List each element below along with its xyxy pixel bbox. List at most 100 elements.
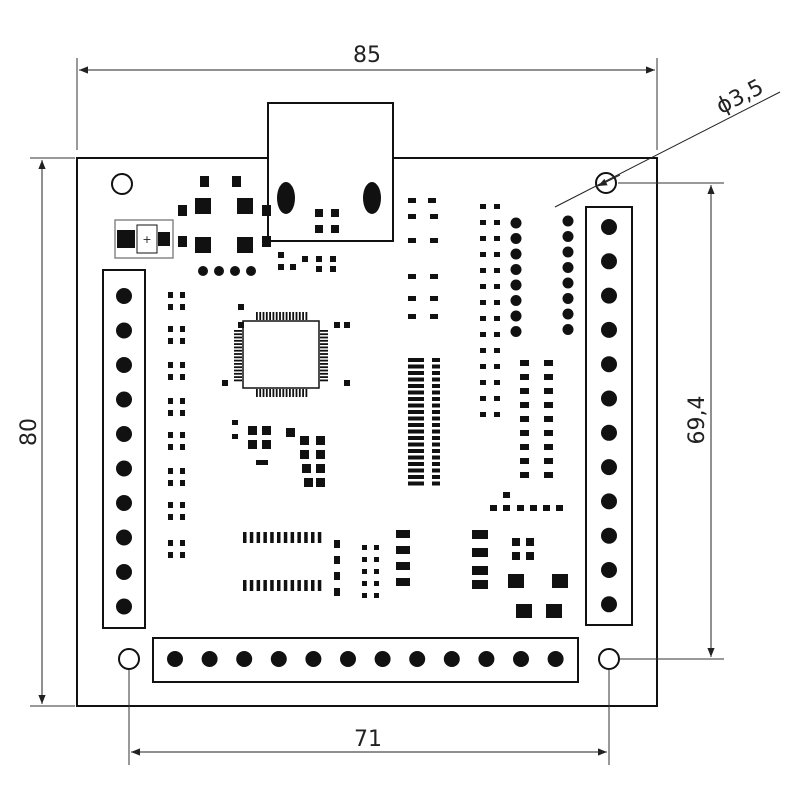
smd-pair	[180, 362, 185, 368]
smd-chip	[344, 322, 350, 328]
smd-pair	[168, 338, 173, 344]
smd-chip	[334, 572, 340, 580]
left-terminal-pins	[116, 288, 132, 615]
smd-chip	[494, 252, 500, 257]
smd-resistor	[408, 364, 424, 369]
smd-resistor	[432, 449, 440, 453]
smd-resistor	[432, 358, 440, 362]
smd-pair	[168, 362, 173, 368]
smd-chip	[262, 460, 268, 465]
ic-pin	[317, 580, 322, 591]
terminal-pin	[116, 598, 132, 615]
smd-pair	[168, 552, 173, 558]
smd-chip	[530, 505, 537, 511]
terminal-pin	[443, 651, 460, 667]
smd-chip	[238, 322, 244, 328]
smd-pair	[168, 444, 173, 450]
smd-resistor	[432, 455, 440, 460]
header-pin	[510, 233, 522, 244]
ic-pin	[249, 532, 254, 543]
smd-chip	[238, 304, 244, 310]
pin-header-b	[562, 215, 574, 335]
smd-chip	[508, 574, 524, 588]
smd-pair	[180, 292, 185, 298]
smd-chip	[248, 426, 257, 435]
terminal-pin	[601, 321, 617, 338]
smd-resistor	[408, 358, 424, 362]
ic-pin	[311, 580, 315, 591]
smd-chip	[330, 256, 336, 262]
smd-chip	[480, 380, 486, 385]
terminal-pin	[270, 651, 287, 667]
smd-chip	[334, 556, 340, 564]
smd-resistor	[408, 475, 424, 479]
smd-chip	[300, 436, 309, 445]
smd-pair	[180, 502, 185, 508]
smd-chip	[544, 444, 553, 450]
smd-resistor	[432, 475, 440, 479]
right-terminal-block	[585, 206, 633, 626]
smd-resistor	[432, 429, 440, 434]
smd-chip	[362, 593, 367, 598]
smd-pad	[262, 205, 271, 216]
smd-chip	[330, 266, 336, 272]
smd-chip	[262, 426, 271, 435]
smd-pair	[168, 304, 173, 310]
header-pin	[562, 324, 574, 335]
smd-resistor	[408, 468, 424, 473]
smd-resistor	[432, 384, 440, 388]
header-pin	[562, 262, 574, 273]
smd-resistor	[408, 416, 424, 421]
smd-pad	[195, 237, 211, 253]
ic-pin	[290, 532, 295, 543]
smd-chip	[494, 284, 500, 289]
terminal-pin	[116, 426, 132, 442]
smd-resistor	[432, 436, 440, 440]
smd-chip	[520, 388, 529, 394]
smd-dot	[246, 266, 256, 276]
smd-resistor	[432, 410, 440, 414]
smd-chip	[316, 464, 325, 473]
smd-chip	[544, 472, 553, 478]
smd-chip	[290, 264, 296, 270]
smd-chip	[408, 314, 416, 319]
smd-resistor	[432, 377, 440, 382]
terminal-pin	[340, 651, 356, 667]
smd-chip	[494, 364, 500, 369]
smd-chip	[232, 434, 238, 439]
smd-pair	[180, 410, 185, 416]
smd-pair	[180, 432, 185, 438]
smd-resistor	[408, 377, 424, 382]
terminal-pin	[116, 495, 132, 511]
header-pin	[562, 215, 574, 227]
smd-chip	[494, 348, 500, 353]
ic-pin	[283, 532, 288, 543]
smd-chip	[316, 256, 322, 262]
smd-pair	[168, 410, 173, 416]
smd-chip	[304, 478, 313, 487]
smd-chip	[520, 416, 529, 422]
terminal-pin	[116, 564, 132, 580]
smd-chip	[503, 505, 510, 511]
smd-chip	[494, 412, 500, 417]
terminal-pin	[409, 651, 426, 667]
smd-chip	[334, 588, 340, 596]
smd-resistor	[432, 481, 440, 486]
terminal-pin	[601, 253, 617, 270]
ic-pin	[297, 580, 301, 591]
smd-chip	[316, 450, 325, 459]
smd-dot	[214, 266, 224, 276]
ic-pin	[311, 532, 315, 543]
header-pin	[510, 217, 522, 229]
smd-pair	[168, 540, 173, 546]
smd-chip	[494, 268, 500, 273]
smd-pair	[168, 432, 173, 438]
vertical-spacing-label: 69,4	[685, 396, 710, 445]
smd-pair	[180, 444, 185, 450]
smd-resistor	[432, 403, 440, 408]
terminal-pin	[601, 390, 617, 407]
smd-dot	[230, 266, 240, 276]
ic-pin	[283, 580, 288, 591]
